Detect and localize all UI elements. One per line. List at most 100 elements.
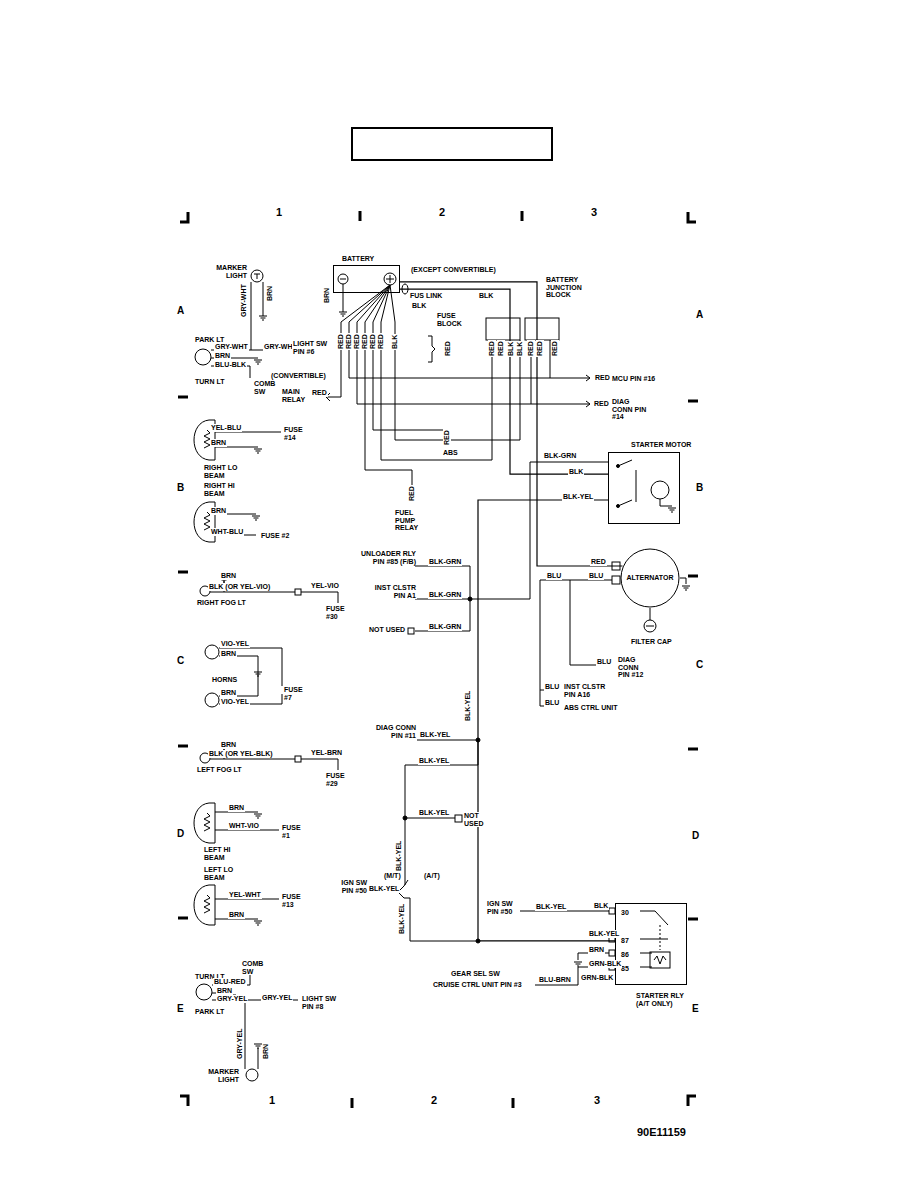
wire-line: [196, 984, 212, 1000]
wire-label: BLK: [568, 468, 584, 476]
wire-label: MAIN RELAY: [281, 388, 311, 403]
wire-line: [654, 956, 666, 964]
wire-line: [455, 815, 462, 822]
wire-label: GRN-BLK: [588, 960, 622, 968]
wire-label: FUSE #1: [281, 824, 303, 839]
wire-label: TURN LT: [194, 378, 225, 386]
wire-line: [668, 508, 676, 512]
wires: [194, 270, 690, 1081]
wire-line: [343, 284, 344, 312]
grid-marks: [178, 211, 698, 1108]
grid-reference: C: [695, 659, 704, 670]
component-name: ALTERNATOR: [626, 574, 673, 582]
wire-label: VIO-YEL: [220, 640, 250, 648]
wire-label: GEAR SEL SW: [450, 970, 501, 978]
wire-label: 90E11159: [636, 1126, 687, 1138]
grid-reference: 2: [438, 206, 446, 218]
wire-line: [341, 285, 395, 322]
wire-label: DIAG CONN PIN #12: [617, 656, 651, 679]
wire-line: [640, 911, 668, 967]
wire-label: BLK: [478, 292, 494, 300]
wire-label: DIAG CONN PIN #11: [372, 724, 417, 739]
wire-label: FILTER CAP: [630, 638, 673, 646]
wire-line: [403, 816, 407, 820]
wire-label: VIO-YEL: [220, 698, 250, 706]
wire-label: MARKER LIGHT: [204, 1068, 240, 1083]
wire-line: [212, 974, 298, 1069]
wire-line: [540, 580, 612, 706]
wire-label: ABS: [442, 449, 459, 457]
wire-line: [252, 516, 260, 520]
wire-label: FUSE BLOCK: [436, 312, 464, 327]
grid-reference: D: [176, 828, 185, 839]
wire-line: [651, 481, 669, 499]
component-box: STARTER MOTOR: [608, 452, 680, 524]
grid-reference: A: [176, 305, 185, 316]
wire-label: LEFT FOG LT: [196, 766, 243, 774]
wire-label: BLK-YEL: [588, 930, 620, 938]
wire-label: ABS CTRL UNIT: [563, 704, 619, 712]
grid-reference: A: [695, 309, 704, 320]
wire-label: FUSE #2: [260, 532, 290, 540]
wire-label: FUSE #30: [325, 605, 347, 620]
wire-line: [251, 270, 263, 282]
wire-line: [259, 316, 267, 320]
pin-number: 30: [621, 909, 629, 917]
wire-line: [682, 586, 690, 590]
wire-line: [486, 318, 520, 340]
wire-label: BLU: [544, 699, 560, 707]
wire-label: BRN: [214, 352, 231, 360]
wire-label: RED: [408, 485, 416, 502]
wire-label: BRN: [323, 287, 331, 304]
wire-label: BRN: [220, 572, 237, 580]
wire-label: BRN: [588, 946, 605, 954]
wire-label: BRN: [220, 689, 237, 697]
wire-label: RED: [590, 558, 607, 566]
wire-line: [650, 952, 670, 968]
wire-line: [254, 921, 262, 925]
wire-line: [428, 336, 435, 362]
grid-reference: B: [695, 482, 704, 493]
wire-label: (M/T): [383, 872, 402, 880]
wire-label: BLK: [516, 341, 524, 357]
wire-label: BLU-BLK: [214, 361, 247, 369]
wire-label: BLU: [546, 572, 562, 580]
wire-line: [338, 274, 348, 284]
wire-label: RED: [337, 333, 345, 350]
wire-label: BLK-YEL: [562, 493, 594, 501]
pin-number: 87: [621, 937, 629, 945]
wire-label: BRN: [262, 1043, 270, 1060]
wire-label: BRN: [220, 650, 237, 658]
component-name: STARTER RLY (A/T ONLY): [636, 992, 688, 1007]
wire-label: BLK-GRN: [428, 591, 462, 599]
wire-line: [384, 273, 396, 285]
wire-line: [205, 693, 219, 707]
wire-line: [194, 885, 215, 925]
wire-label: RED: [361, 333, 369, 350]
wire-label: BLK: [391, 334, 399, 350]
wire-label: BLK-YEL: [398, 903, 406, 935]
wire-line: [215, 812, 279, 830]
wire-label: BLU: [544, 683, 560, 691]
wire-label: FUSE #29: [325, 772, 347, 787]
wire-label: GRY-YEL: [216, 995, 248, 1003]
wire-label: RED: [443, 429, 451, 446]
wire-label: RED: [536, 340, 544, 357]
wire-label: RED: [497, 340, 505, 357]
grid-reference: E: [176, 1003, 185, 1014]
wire-line: [352, 211, 522, 1108]
wire-line: [468, 597, 472, 601]
component-box: BATTERY: [333, 265, 400, 293]
wire-label: BLK-GRN: [428, 558, 462, 566]
wire-label: RED: [551, 340, 559, 357]
wire-label: BRN: [228, 911, 245, 919]
wire-label: BLK: [411, 302, 427, 310]
wire-label: (A/T): [423, 872, 441, 880]
wire-label: RIGHT HI BEAM: [203, 482, 239, 497]
wire-line: [644, 620, 656, 632]
wire-line: [339, 312, 347, 316]
wire-line: [340, 279, 346, 280]
wire-line: [395, 322, 520, 440]
component-box: 30878685STARTER RLY (A/T ONLY): [615, 903, 687, 985]
